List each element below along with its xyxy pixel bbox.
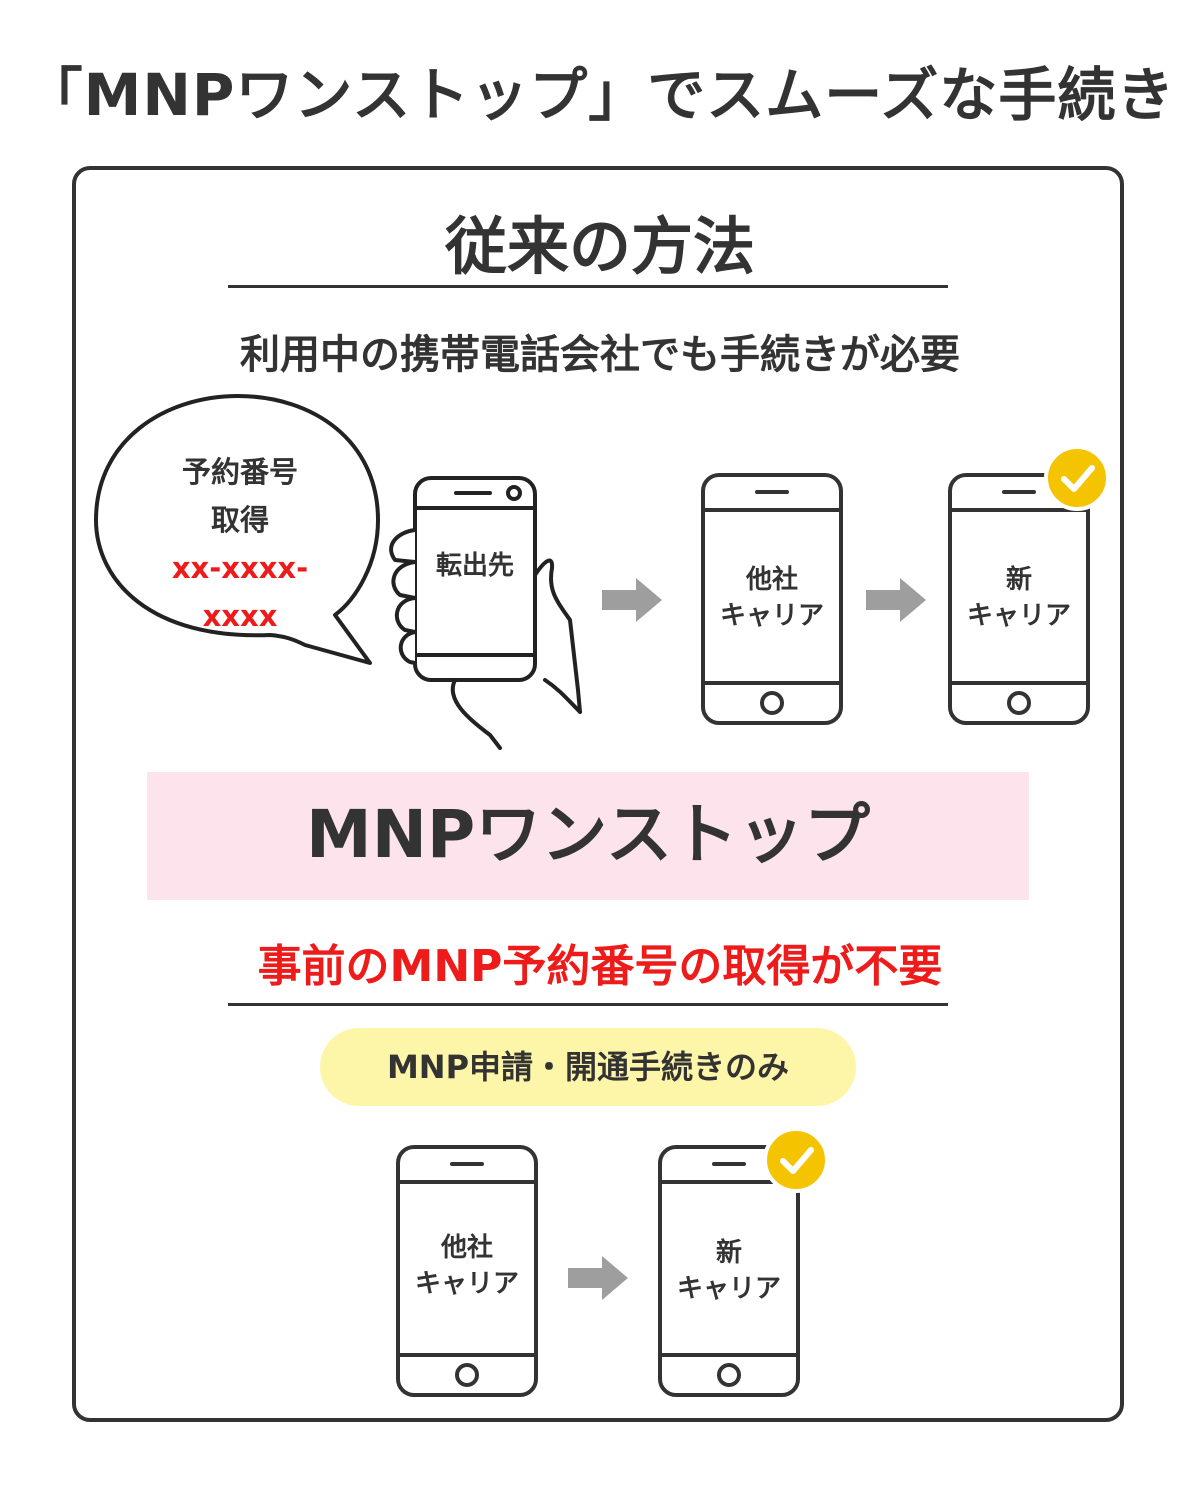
phone-other-label-line-1: 他社: [745, 565, 798, 595]
onestop-phone-new-label: 新 キャリア: [660, 1235, 798, 1307]
bubble-line-1: 予約番号: [181, 455, 298, 489]
onestop-phone-other-label-line-2: キャリア: [414, 1269, 519, 1299]
arrow-right-icon: [866, 578, 926, 622]
smartphone-icon: [948, 473, 1090, 725]
reservation-number-line-1: xx-xxxx-: [171, 551, 309, 585]
phone-new-label: 新 キャリア: [950, 562, 1088, 634]
onestop-phone-other-label-line-1: 他社: [440, 1233, 493, 1263]
arrow-right-icon: [602, 578, 662, 622]
onestop-phone-new-label-line-1: 新: [715, 1238, 742, 1268]
phone-other-label: 他社 キャリア: [703, 562, 841, 634]
onestop-band: [147, 772, 1029, 900]
divider: [228, 285, 948, 288]
check-badge-icon: [1044, 445, 1110, 511]
phone-current-label: 転出先: [435, 551, 514, 581]
check-badge-icon: [763, 1127, 829, 1193]
conventional-heading: 従来の方法: [444, 210, 755, 283]
speech-bubble-icon: [94, 394, 380, 665]
smartphone-icon: [396, 1145, 538, 1397]
smartphone-icon: [658, 1145, 800, 1397]
onestop-phone-other-label: 他社 キャリア: [398, 1230, 536, 1302]
bubble-text: 予約番号 取得 xx-xxxx- xxxx: [120, 448, 360, 640]
bubble-line-2: 取得: [210, 503, 269, 537]
divider: [228, 1003, 948, 1006]
conventional-subtitle: 利用中の携帯電話会社でも手続きが必要: [240, 332, 960, 378]
phone-other-label-line-2: キャリア: [719, 601, 824, 631]
smartphone-icon: [701, 473, 843, 725]
arrow-right-icon: [568, 1256, 628, 1300]
onestop-subtitle: 事前のMNP予約番号の取得が不要: [257, 941, 943, 992]
phone-new-label-line-2: キャリア: [966, 601, 1071, 631]
onestop-pill: MNP申請・開通手続きのみ: [320, 1028, 856, 1106]
page-title: 「MNPワンストップ」でスムーズな手続き: [24, 61, 1176, 129]
phone-new-label-line-1: 新: [1005, 565, 1032, 595]
reservation-number-line-2: xxxx: [202, 599, 278, 633]
content-frame: [72, 166, 1124, 1422]
onestop-phone-new-label-line-2: キャリア: [676, 1274, 781, 1304]
hand-holding-phone-icon: [389, 476, 582, 750]
onestop-heading: MNPワンストップ: [306, 796, 870, 873]
